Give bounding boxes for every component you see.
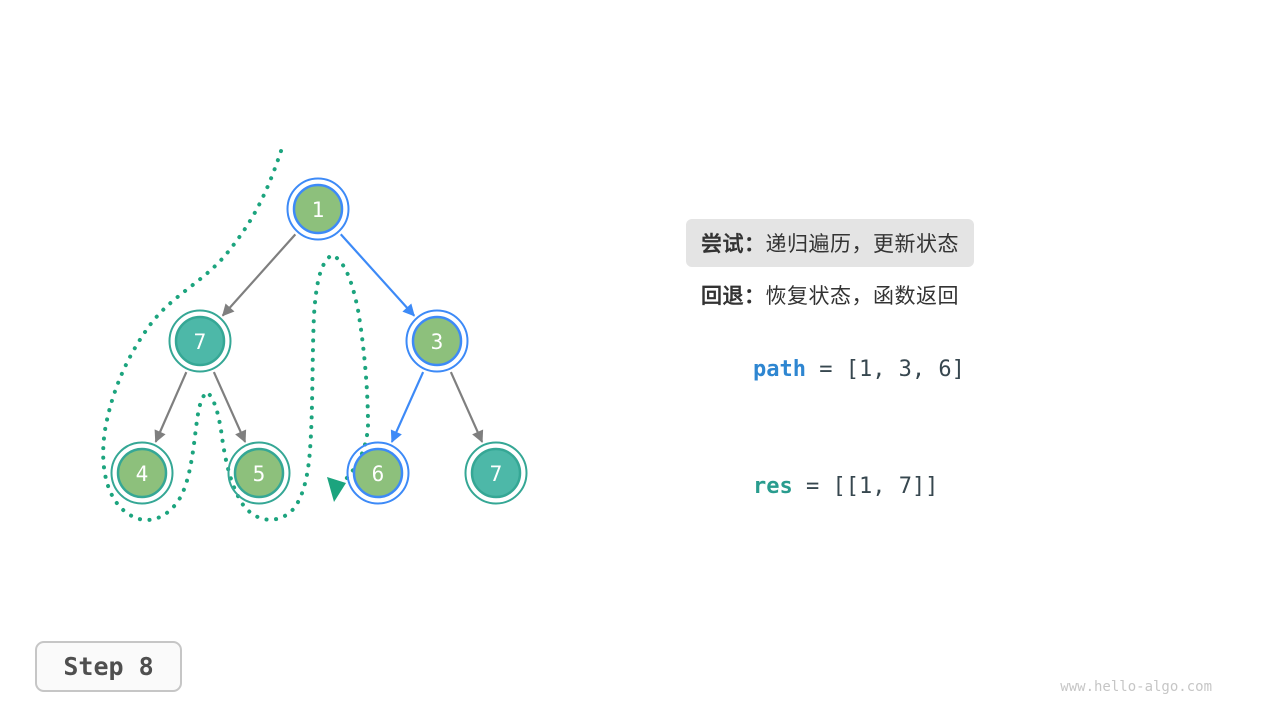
node-circle [470, 447, 522, 499]
try-annotation: 尝试：递归遍历，更新状态 [686, 219, 974, 267]
node-outer-ring [286, 177, 350, 241]
node-circle [174, 315, 226, 367]
node-circle [233, 447, 285, 499]
res-state-line: res = [[1, 7]] [700, 449, 938, 524]
step-badge: Step 8 [35, 641, 182, 692]
node-value-label: 3 [431, 330, 444, 354]
tree-node-n4: 4 [110, 441, 174, 505]
node-value-label: 4 [136, 462, 149, 486]
tree-node-n5: 5 [227, 441, 291, 505]
node-outer-ring [464, 441, 528, 505]
node-value-label: 6 [372, 462, 385, 486]
node-outer-ring [168, 309, 232, 373]
back-text: 恢复状态，函数返回 [765, 285, 959, 308]
tree-edge-n3-n7r [449, 371, 484, 443]
tree-node-n7r: 7 [464, 441, 528, 505]
try-label: 尝试： [701, 233, 766, 256]
node-outer-ring [227, 441, 291, 505]
path-variable-name: path [752, 357, 806, 382]
watermark: www.hello-algo.com [1060, 679, 1212, 695]
res-variable-name: res [752, 474, 793, 499]
back-label: 回退： [701, 285, 766, 308]
tree-edge-n7l-n5 [212, 371, 247, 443]
tree-edge-n7l-n4 [154, 371, 188, 443]
traversal-trace-path [101, 149, 371, 522]
binary-tree-diagram: 1 7 3 4 5 6 7 [101, 149, 528, 522]
path-state-line: path = [1, 3, 6] [700, 332, 965, 407]
node-value-label: 1 [312, 198, 325, 222]
node-outer-ring [405, 309, 469, 373]
node-circle [292, 183, 344, 235]
res-variable-value: = [[1, 7]] [792, 474, 939, 499]
node-value-label: 7 [194, 330, 207, 354]
tree-node-n1: 1 [286, 177, 350, 241]
node-circle [411, 315, 463, 367]
tree-edge-n1-n7l [221, 233, 297, 317]
node-circle [352, 447, 404, 499]
tree-edge-n3-n6 [390, 371, 425, 443]
tree-edge-n1-n3 [339, 233, 416, 317]
node-circle [116, 447, 168, 499]
step-badge-label: Step 8 [63, 652, 154, 681]
node-value-label: 7 [490, 462, 503, 486]
tree-node-n7l: 7 [168, 309, 232, 373]
tree-node-n3: 3 [405, 309, 469, 373]
traversal-trace-arrowhead [327, 477, 346, 502]
back-annotation: 回退：恢复状态，函数返回 [686, 271, 974, 319]
node-outer-ring [346, 441, 410, 505]
node-outer-ring [110, 441, 174, 505]
tree-node-n6: 6 [346, 441, 410, 505]
try-text: 递归遍历，更新状态 [765, 233, 959, 256]
path-variable-value: = [1, 3, 6] [805, 357, 965, 382]
node-value-label: 5 [253, 462, 266, 486]
